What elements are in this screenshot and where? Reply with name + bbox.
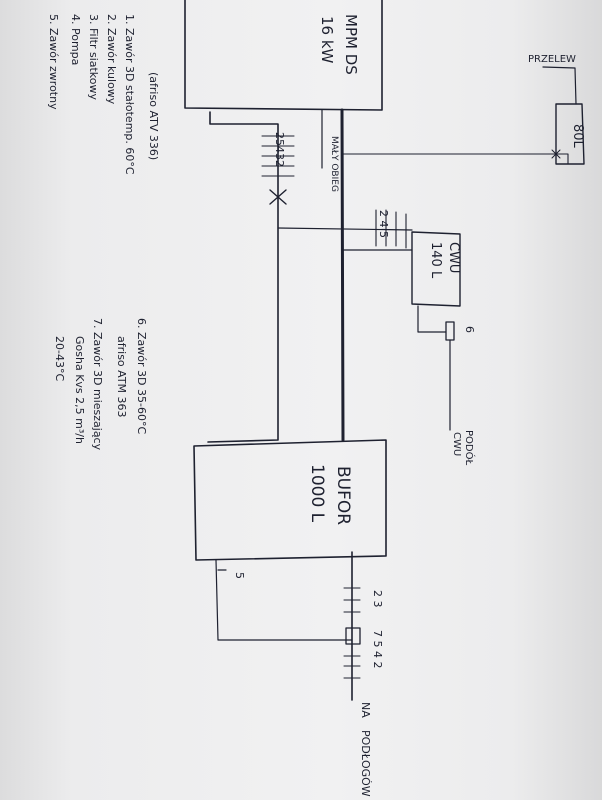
legend-item-3: 3. Filtr siatkowy bbox=[87, 14, 100, 101]
heatpump-label-2: 16 kW bbox=[318, 16, 336, 64]
main-supply-pipe bbox=[340, 108, 345, 442]
heating-label-2: PODŁOGÓW bbox=[359, 730, 372, 797]
legend-item-4: 4. Pompa bbox=[69, 14, 82, 65]
dhw-supply-label-2: CWU bbox=[451, 432, 462, 456]
dhw-valve bbox=[445, 321, 455, 341]
dhw-branch bbox=[277, 227, 413, 231]
overflow-tank bbox=[555, 103, 585, 165]
legend-item-7b: Gosha Kvs 2,5 m³/h bbox=[73, 336, 86, 444]
dhw-tank bbox=[411, 231, 461, 307]
fitting-numbers-heating-bottom: 7 5 4 2 bbox=[371, 630, 384, 668]
dhw-tank-label-1: CWU bbox=[446, 242, 461, 273]
dhw-supply-label-1: PODÓŁ bbox=[463, 430, 476, 465]
heatpump-return bbox=[207, 111, 279, 443]
buffer-label-1: BUFOR bbox=[333, 466, 353, 525]
fitting-numbers-dhw: 2 4 5 bbox=[377, 210, 390, 238]
heatpump-label-1: MPM DS bbox=[342, 14, 360, 75]
heating-label-1: NA bbox=[359, 702, 372, 718]
fitting-number-valve6: 6 bbox=[463, 326, 476, 333]
dhw-tank-label-2: 140 L bbox=[428, 242, 443, 279]
legend-item-6b: afriso ATM 363 bbox=[115, 336, 128, 418]
overflow-feed bbox=[341, 153, 569, 165]
heatpump-unit bbox=[184, 0, 383, 111]
buffer-tank bbox=[193, 439, 387, 561]
legend-item-7c: 20-43°C bbox=[53, 336, 66, 381]
overflow-tank-label: 80L bbox=[570, 124, 585, 149]
buffer-label-2: 1000 L bbox=[307, 464, 327, 523]
legend-item-2: 2. Zawór kulowy bbox=[105, 14, 118, 105]
fitting-number-buffer-return: 5 bbox=[233, 572, 246, 579]
fitting-numbers-heating-top: 2 3 bbox=[371, 590, 384, 608]
buffer-return-loop bbox=[215, 559, 353, 641]
legend-item-5: 5. Zawór zwrotny bbox=[47, 14, 60, 110]
fitting-numbers-return: 25432 bbox=[273, 132, 286, 167]
legend-item-7: 7. Zawór 3D mieszający bbox=[91, 318, 104, 451]
overflow-pipe bbox=[542, 66, 577, 105]
legend-item-1: 1. Zawór 3D stałotemp. 60°C bbox=[123, 14, 136, 175]
legend-item-6: 6. Zawór 3D 35-60°C bbox=[135, 318, 148, 434]
overflow-pipe-label: PRZELEW bbox=[528, 54, 576, 65]
return-valve bbox=[269, 189, 287, 205]
mixing-valve bbox=[345, 627, 361, 645]
legend-item-1b: (afriso ATV 336) bbox=[147, 72, 160, 160]
short-loop-label: MAŁY OBIEG bbox=[329, 136, 339, 192]
